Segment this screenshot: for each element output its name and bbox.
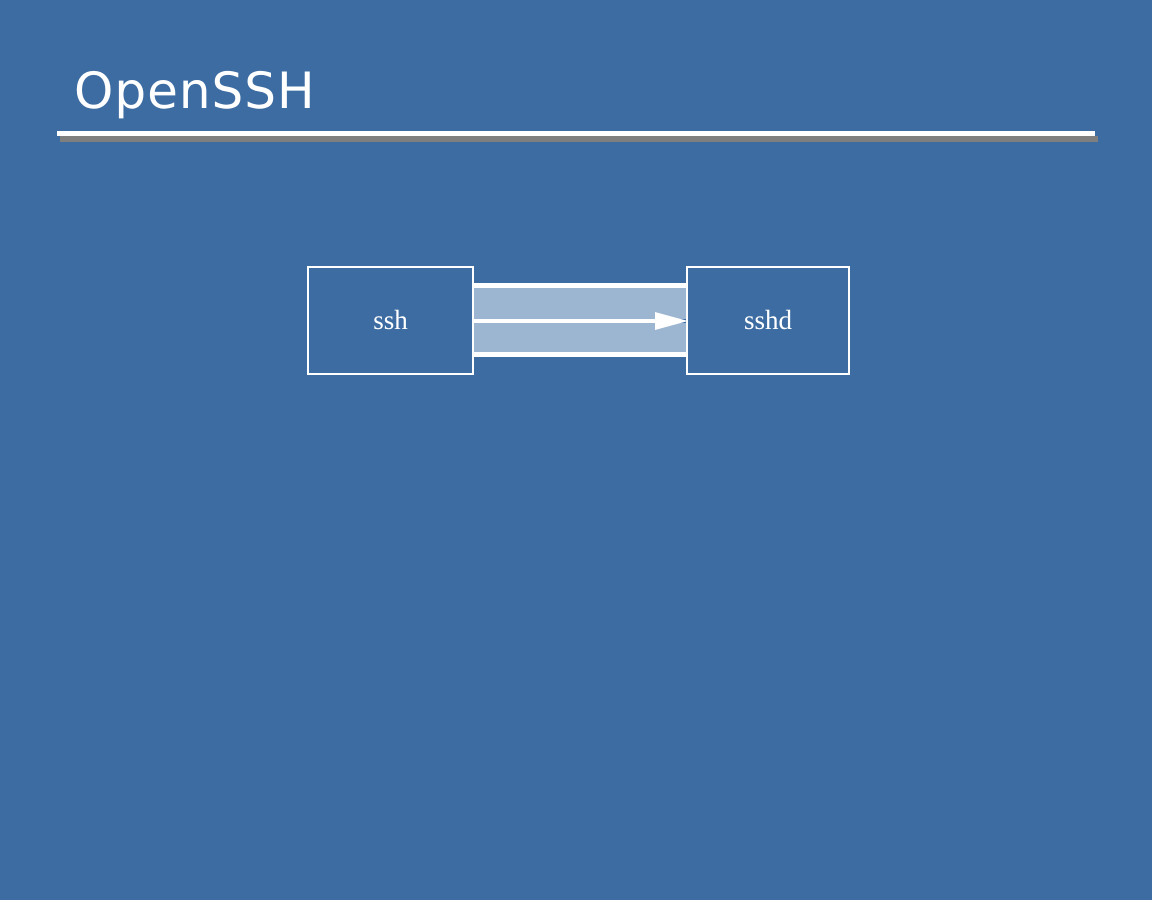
diagram-node-ssh-label: ssh xyxy=(373,305,408,335)
page-title: OpenSSH xyxy=(74,62,316,120)
title-divider-shadow xyxy=(60,136,1098,142)
diagram-node-sshd[interactable]: sshd xyxy=(686,266,850,375)
connector-edge-bottom xyxy=(472,352,688,357)
title-divider xyxy=(57,131,1098,142)
connector-ssh-to-sshd xyxy=(472,283,688,357)
connector-band-upper xyxy=(472,288,688,319)
arrow-shaft xyxy=(472,319,662,323)
arrow-head-icon xyxy=(655,312,688,330)
diagram-node-ssh[interactable]: ssh xyxy=(307,266,474,375)
connector-band-lower xyxy=(472,323,688,352)
title-divider-highlight xyxy=(57,131,1095,136)
connector-edge-top xyxy=(472,283,688,288)
diagram-node-sshd-label: sshd xyxy=(743,305,792,335)
